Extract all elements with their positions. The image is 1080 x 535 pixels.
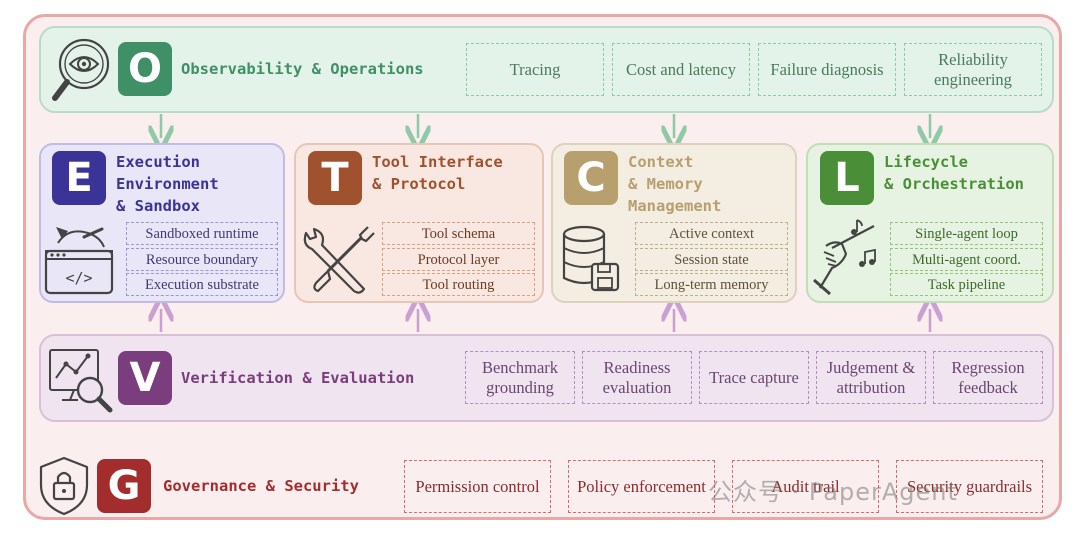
letter-v-badge: V xyxy=(118,351,172,405)
letter-e-badge: E xyxy=(52,151,106,205)
governance-item-guardrails: Security guardrails xyxy=(896,460,1043,513)
wrench-screwdriver-icon xyxy=(303,226,375,294)
execution-title: Execution Environment & Sandbox xyxy=(116,153,219,215)
execution-item-substrate: Execution substrate xyxy=(126,273,278,296)
observability-item-failure: Failure diagnosis xyxy=(758,43,896,96)
tool-item-protocol: Protocol layer xyxy=(382,248,535,271)
letter-o-badge: O xyxy=(118,42,172,96)
tool-title: Tool Interface & Protocol xyxy=(372,153,503,193)
letter-c-badge: C xyxy=(564,151,618,205)
observability-item-reliability: Reliability engineering xyxy=(904,43,1042,96)
governance-item-permission: Permission control xyxy=(404,460,551,513)
letter-l-badge: L xyxy=(820,151,874,205)
chart-magnifier-icon xyxy=(49,349,113,413)
shield-lock-icon xyxy=(39,456,89,516)
governance-item-audit: Audit trail xyxy=(732,460,879,513)
observability-item-tracing: Tracing xyxy=(466,43,604,96)
tool-item-routing: Tool routing xyxy=(382,273,535,296)
verification-item-benchmark: Benchmark grounding xyxy=(465,351,575,404)
letter-g-badge: G xyxy=(97,459,151,513)
lifecycle-title: Lifecycle & Orchestration xyxy=(884,153,1024,193)
conductor-hand-icon xyxy=(813,219,876,296)
execution-item-runtime: Sandboxed runtime xyxy=(126,222,278,245)
eye-magnifier-icon xyxy=(52,38,110,101)
observability-band xyxy=(39,26,1054,113)
sandbox-code-icon: </> xyxy=(44,227,114,295)
watermark-text: 公众号 · PaperAgent xyxy=(708,478,958,506)
verification-item-trace: Trace capture xyxy=(699,351,809,404)
database-save-icon xyxy=(562,225,620,292)
observability-item-cost: Cost and latency xyxy=(612,43,750,96)
execution-item-resource: Resource boundary xyxy=(126,248,278,271)
verification-item-regression: Regression feedback xyxy=(933,351,1043,404)
verification-item-judgement: Judgement & attribution xyxy=(816,351,926,404)
governance-item-policy: Policy enforcement xyxy=(568,460,715,513)
verification-title: Verification & Evaluation xyxy=(181,369,415,387)
letter-t-badge: T xyxy=(308,151,362,205)
governance-title: Governance & Security xyxy=(163,477,359,495)
tool-item-schema: Tool schema xyxy=(382,222,535,245)
verification-item-readiness: Readiness evaluation xyxy=(582,351,692,404)
observability-title: Observability & Operations xyxy=(181,60,424,78)
context-item-longterm: Long-term memory xyxy=(635,273,788,296)
lifecycle-item-pipeline: Task pipeline xyxy=(890,273,1043,296)
context-title: Context & Memory Management xyxy=(628,153,722,215)
svg-text:</>: </> xyxy=(65,269,92,287)
context-item-active: Active context xyxy=(635,222,788,245)
lifecycle-item-multi: Multi-agent coord. xyxy=(890,248,1043,271)
context-item-session: Session state xyxy=(635,248,788,271)
verification-band xyxy=(39,334,1054,422)
lifecycle-item-single: Single-agent loop xyxy=(890,222,1043,245)
